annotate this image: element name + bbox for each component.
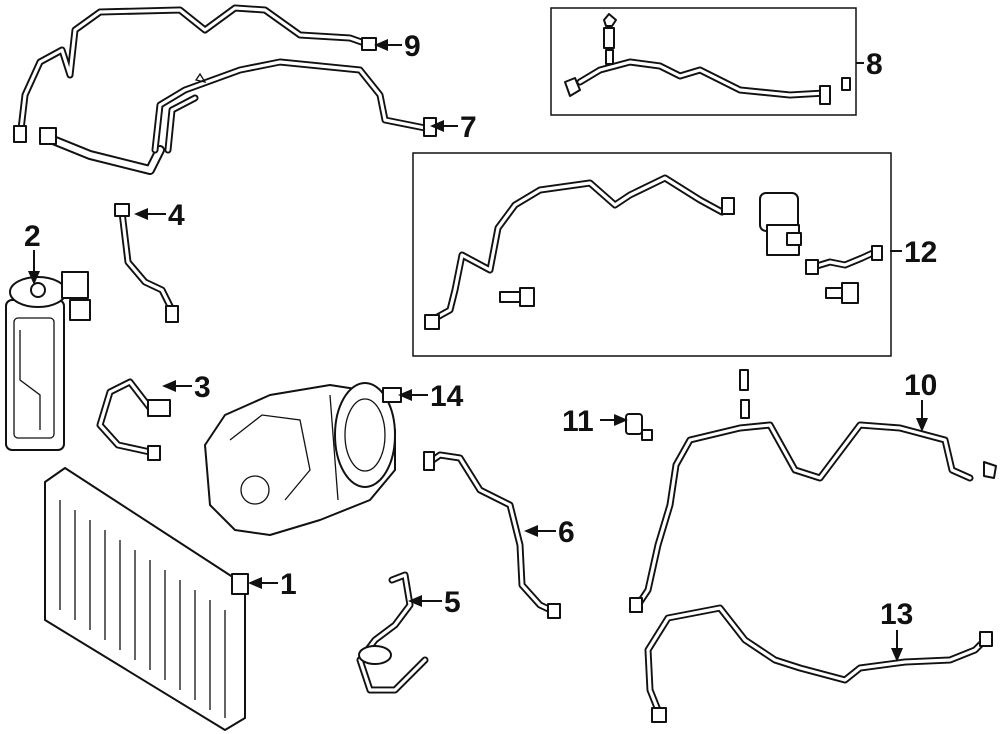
callout-11: 11 xyxy=(562,405,628,438)
callout-10-label: 10 xyxy=(904,369,937,402)
callout-11-label: 11 xyxy=(562,405,594,438)
part-12-frame xyxy=(412,152,892,357)
callout-9: 9 xyxy=(374,30,421,63)
callout-10: 10 xyxy=(904,369,937,432)
callout-5-label: 5 xyxy=(444,586,461,619)
part-8-frame xyxy=(550,7,857,116)
callout-14-label: 14 xyxy=(430,380,464,413)
callout-9-label: 9 xyxy=(404,30,421,63)
part-2-receiver-dryer[interactable] xyxy=(5,271,91,451)
callout-8-label: 8 xyxy=(866,48,883,81)
part-11-fitting[interactable] xyxy=(625,413,653,441)
callout-1-label: 1 xyxy=(280,568,297,601)
callout-8: 8 xyxy=(856,48,883,81)
callout-2: 2 xyxy=(24,220,41,285)
part-1-condenser[interactable] xyxy=(44,467,249,731)
part-3-hose[interactable] xyxy=(96,378,171,461)
part-7-pipe[interactable] xyxy=(39,58,437,175)
part-5-hose[interactable] xyxy=(356,571,429,694)
part-8-group[interactable] xyxy=(550,7,857,116)
callout-3-label: 3 xyxy=(194,371,211,404)
part-6-hose[interactable] xyxy=(423,451,561,619)
part-13-hose[interactable] xyxy=(644,604,993,723)
callout-4-label: 4 xyxy=(168,199,185,232)
callout-12: 12 xyxy=(890,236,937,269)
callout-6-label: 6 xyxy=(558,516,575,549)
callout-2-label: 2 xyxy=(24,220,41,253)
callout-4: 4 xyxy=(134,199,185,232)
callout-7-label: 7 xyxy=(460,111,477,144)
part-4-hose[interactable] xyxy=(114,203,179,323)
part-14-compressor[interactable] xyxy=(204,382,402,536)
callout-3: 3 xyxy=(162,371,211,404)
callout-13: 13 xyxy=(880,598,913,662)
callout-13-label: 13 xyxy=(880,598,913,631)
part-12-group[interactable] xyxy=(412,152,892,357)
callout-14: 14 xyxy=(398,380,464,413)
callout-1: 1 xyxy=(248,568,297,601)
callout-12-label: 12 xyxy=(904,236,937,269)
callout-5: 5 xyxy=(408,586,461,619)
part-10-pipe[interactable] xyxy=(629,369,997,613)
callout-6: 6 xyxy=(524,516,575,549)
part-9-pipe[interactable] xyxy=(13,4,377,143)
callout-7: 7 xyxy=(430,111,477,144)
